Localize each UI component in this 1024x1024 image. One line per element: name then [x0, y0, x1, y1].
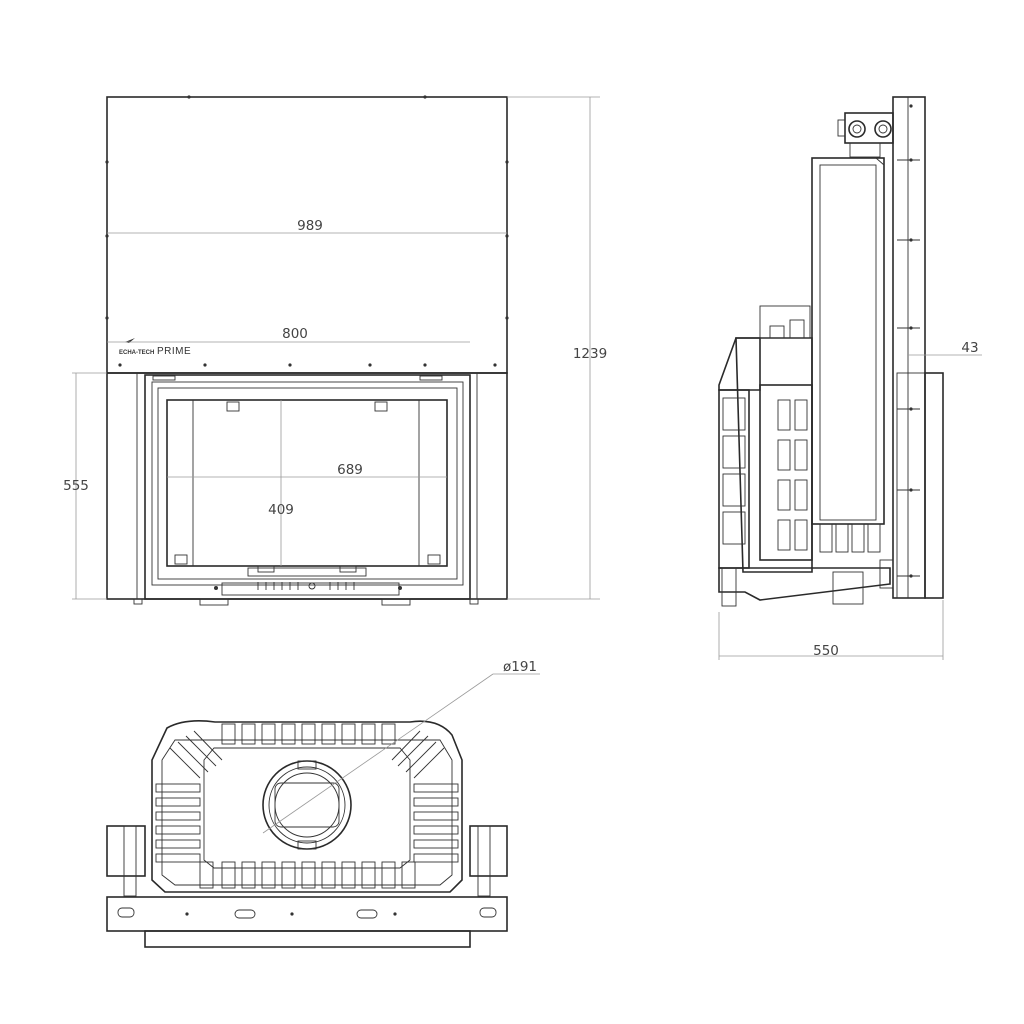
svg-text:PRIME: PRIME [157, 346, 191, 357]
top-dimensions: ø191 [262, 659, 540, 834]
dim-overall-height: 1239 [573, 346, 607, 362]
dim-lower-height: 555 [63, 478, 89, 494]
side-dimensions: 550 43 [718, 340, 982, 660]
dim-opening-width: 800 [282, 326, 308, 342]
svg-text:ECHA-TECH: ECHA-TECH [119, 350, 154, 356]
front-view: ECHA-TECH PRIME [105, 95, 509, 606]
dim-glass-height: 409 [268, 502, 294, 518]
dim-depth: 550 [813, 643, 839, 659]
brand-logo: ECHA-TECH PRIME [119, 338, 191, 357]
dim-overall-width: 989 [297, 218, 323, 234]
front-dimensions: 989 800 1239 555 689 409 [63, 96, 607, 600]
dim-flue-diameter: ø191 [503, 659, 537, 675]
side-view [718, 96, 944, 607]
top-view [106, 720, 508, 948]
dim-glass-width: 689 [337, 462, 363, 478]
dim-side-offset: 43 [961, 340, 978, 356]
